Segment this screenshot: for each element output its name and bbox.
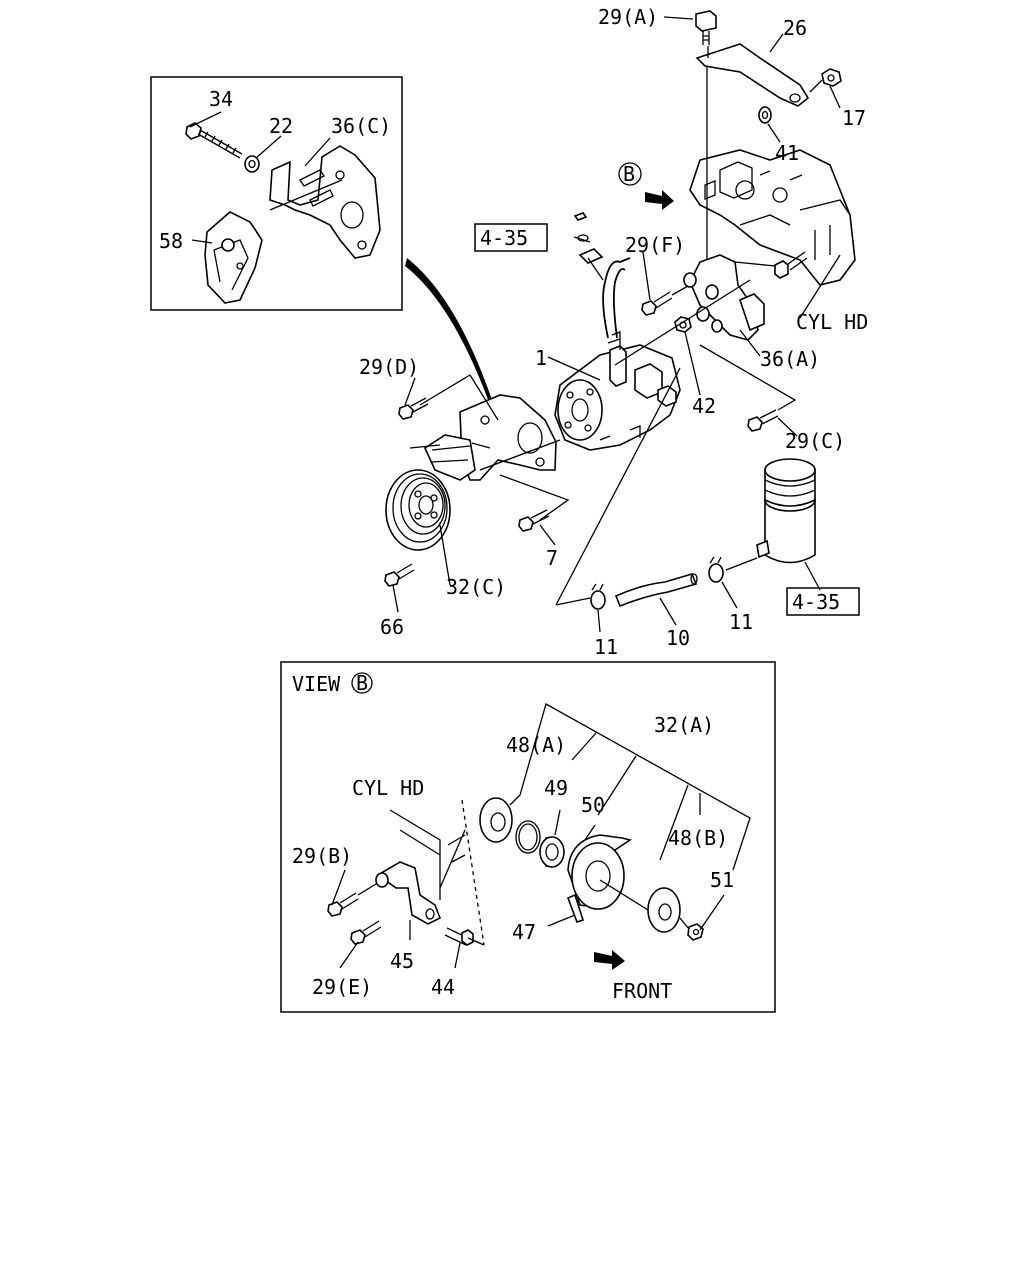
bracket-26 [695,43,810,107]
pump-1 [554,331,681,451]
bolt-51 [687,923,704,941]
label-58: 58 [159,229,183,253]
stud-bolt [774,251,808,279]
label-49: 49 [544,776,568,800]
inset-detail-box [150,76,403,311]
view-b-box [280,661,776,1013]
label-29a: 29(A) [598,5,658,29]
pulley-32c [385,469,451,551]
ring-49 [515,820,541,854]
washer-41 [758,106,772,124]
label-11-right: 11 [729,610,753,634]
bolt-29a [695,10,717,45]
label-41: 41 [775,141,799,165]
nut-42 [674,316,692,333]
label-front: FRONT [612,979,672,1003]
label-29e: 29(E) [312,975,372,999]
washer-48b [647,887,681,933]
washer-48a [479,797,513,843]
label-10: 10 [666,626,690,650]
label-1: 1 [535,346,547,370]
bolt-29d [398,397,429,420]
label-11-left: 11 [594,635,618,659]
label-29c: 29(C) [785,429,845,453]
bolt-34 [185,122,243,159]
label-42: 42 [692,394,716,418]
ref-box-4-35-upper [474,223,548,252]
bolt-7 [518,509,550,532]
label-22: 22 [269,114,293,138]
label-4-35-lower: 4-35 [792,590,840,614]
label-51: 51 [710,868,734,892]
label-36c: 36(C) [331,114,391,138]
hose-10 [614,573,698,608]
view-b-title: VIEW [292,672,341,696]
bracket-45 [375,861,442,925]
hose-upper [573,212,631,339]
bearing-50 [539,836,565,868]
bolt-66 [384,563,415,587]
bracket-36c [269,145,381,259]
view-b-letter: B [356,671,368,695]
bolt-29c [747,409,779,432]
stud-44 [444,927,474,946]
label-44: 44 [431,975,455,999]
label-26: 26 [783,16,807,40]
marker-b: B [623,162,635,186]
label-17: 17 [842,106,866,130]
label-29b: 29(B) [292,844,352,868]
label-cyl-hd-main: CYL HD [796,310,868,334]
label-32a: 32(A) [654,713,714,737]
bolt-29e [350,920,382,945]
clamp-11-right [708,556,724,583]
label-29d: 29(D) [359,355,419,379]
bolt-29f [641,291,673,316]
label-36a: 36(A) [760,347,820,371]
bracket-36a [683,254,765,341]
label-34: 34 [209,87,233,111]
label-cyl-hd-view: CYL HD [352,776,424,800]
label-29f: 29(F) [625,233,685,257]
label-50: 50 [581,793,605,817]
nut-17 [821,68,842,87]
label-48a: 48(A) [506,733,566,757]
label-48b: 48(B) [668,826,728,850]
ref-box-4-35-lower [786,587,860,616]
bracket-58 [204,211,263,304]
clamp-11-left [590,583,606,610]
pump-mounting-bracket [409,394,557,481]
reservoir-tank [756,458,816,564]
label-45: 45 [390,949,414,973]
washer-22 [244,155,260,173]
cylinder-head-block [689,149,856,286]
label-66: 66 [380,615,404,639]
label-32c: 32(C) [446,575,506,599]
label-7: 7 [546,546,558,570]
bolt-29b [327,892,359,917]
label-47: 47 [512,920,536,944]
label-4-35-upper: 4-35 [480,226,528,250]
idler-pulley-47 [566,834,632,924]
